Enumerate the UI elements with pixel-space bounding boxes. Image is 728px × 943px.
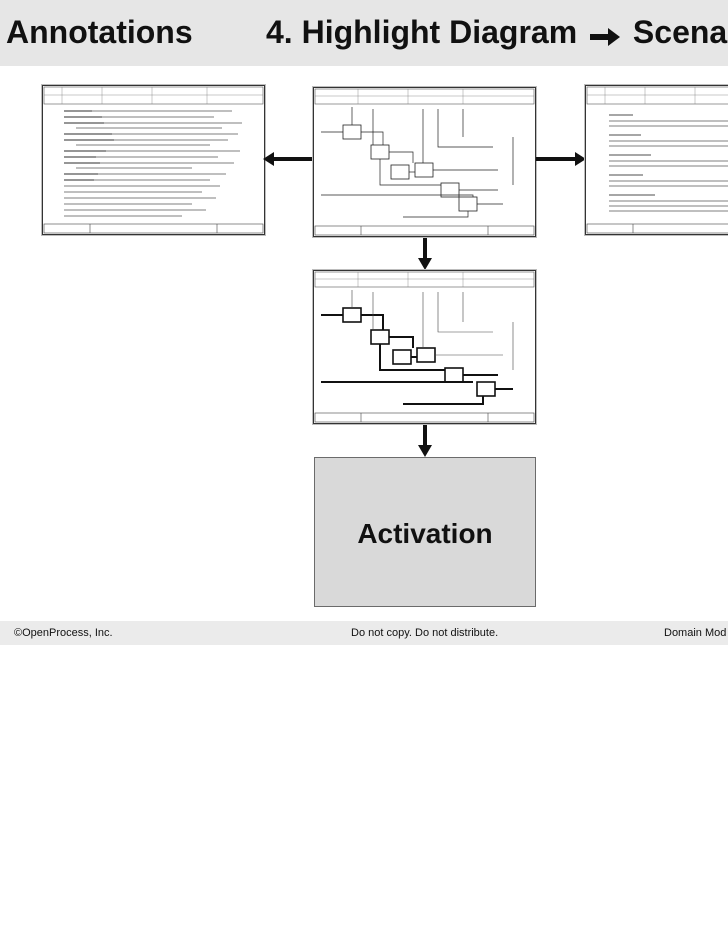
- activation-box: Activation: [314, 457, 536, 607]
- left-title: Annotations: [6, 14, 193, 50]
- right-title: 4. Highlight Diagram Scena: [266, 14, 727, 51]
- scenario-document: [585, 85, 728, 235]
- arrow-down-icon: [417, 238, 433, 275]
- arrow-down-icon: [417, 425, 433, 462]
- diagram-document: [313, 87, 536, 237]
- arrow-right-icon: [536, 151, 586, 172]
- glossary-document: [42, 85, 265, 235]
- footer-notice: Do not copy. Do not distribute.: [351, 627, 499, 639]
- arrow-left-icon: [263, 151, 315, 172]
- footer-right-label: Domain Mod: [664, 627, 727, 639]
- hardware-diagram-document: [313, 270, 536, 424]
- footer-bar: ©OpenProcess, Inc. Do not copy. Do not d…: [0, 621, 728, 645]
- right-title-continued: Scena: [632, 14, 728, 50]
- right-arrow-icon: [586, 20, 624, 46]
- title-bar: Annotations 4. Highlight Diagram Scena: [0, 0, 728, 66]
- right-title-main: 4. Highlight Diagram: [266, 14, 578, 50]
- footer-copyright: ©OpenProcess, Inc.: [14, 627, 113, 639]
- activation-label: Activation: [357, 518, 493, 549]
